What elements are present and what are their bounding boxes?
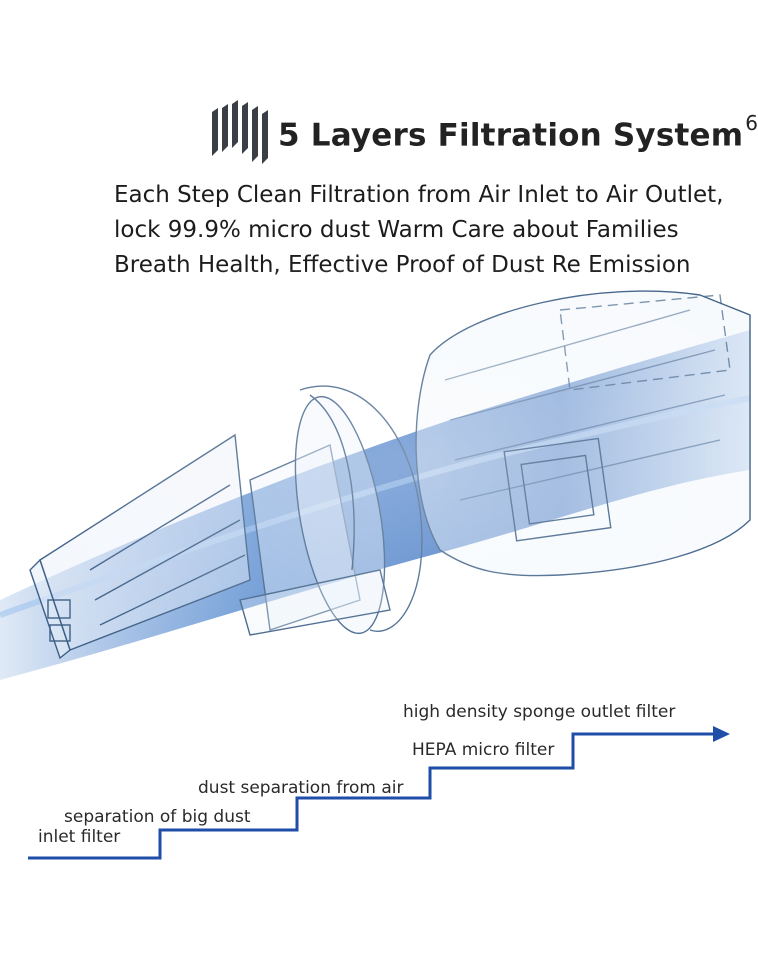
step-big-dust-separation: separation of big dust: [64, 807, 251, 827]
description-line-2: lock 99.9% micro dust Warm Care about Fa…: [114, 217, 679, 243]
filter-layers-icon: [212, 100, 268, 164]
description-line-1: Each Step Clean Filtration from Air Inle…: [114, 182, 724, 208]
arrow-right-icon: [713, 726, 730, 742]
step-dust-air-separation: dust separation from air: [198, 778, 404, 798]
step-inlet-filter: inlet filter: [38, 827, 121, 847]
filtration-steps-diagram: [28, 726, 730, 860]
vacuum-exploded-illustration: [0, 270, 751, 700]
title-text: 5 Layers Filtration System: [278, 117, 744, 154]
step-hepa-filter: HEPA micro filter: [412, 740, 555, 760]
steps-line: [28, 732, 715, 860]
description: Each Step Clean Filtration from Air Inle…: [114, 178, 744, 283]
step-outlet-filter: high density sponge outlet filter: [403, 702, 676, 722]
title-superscript: 6: [745, 111, 758, 135]
